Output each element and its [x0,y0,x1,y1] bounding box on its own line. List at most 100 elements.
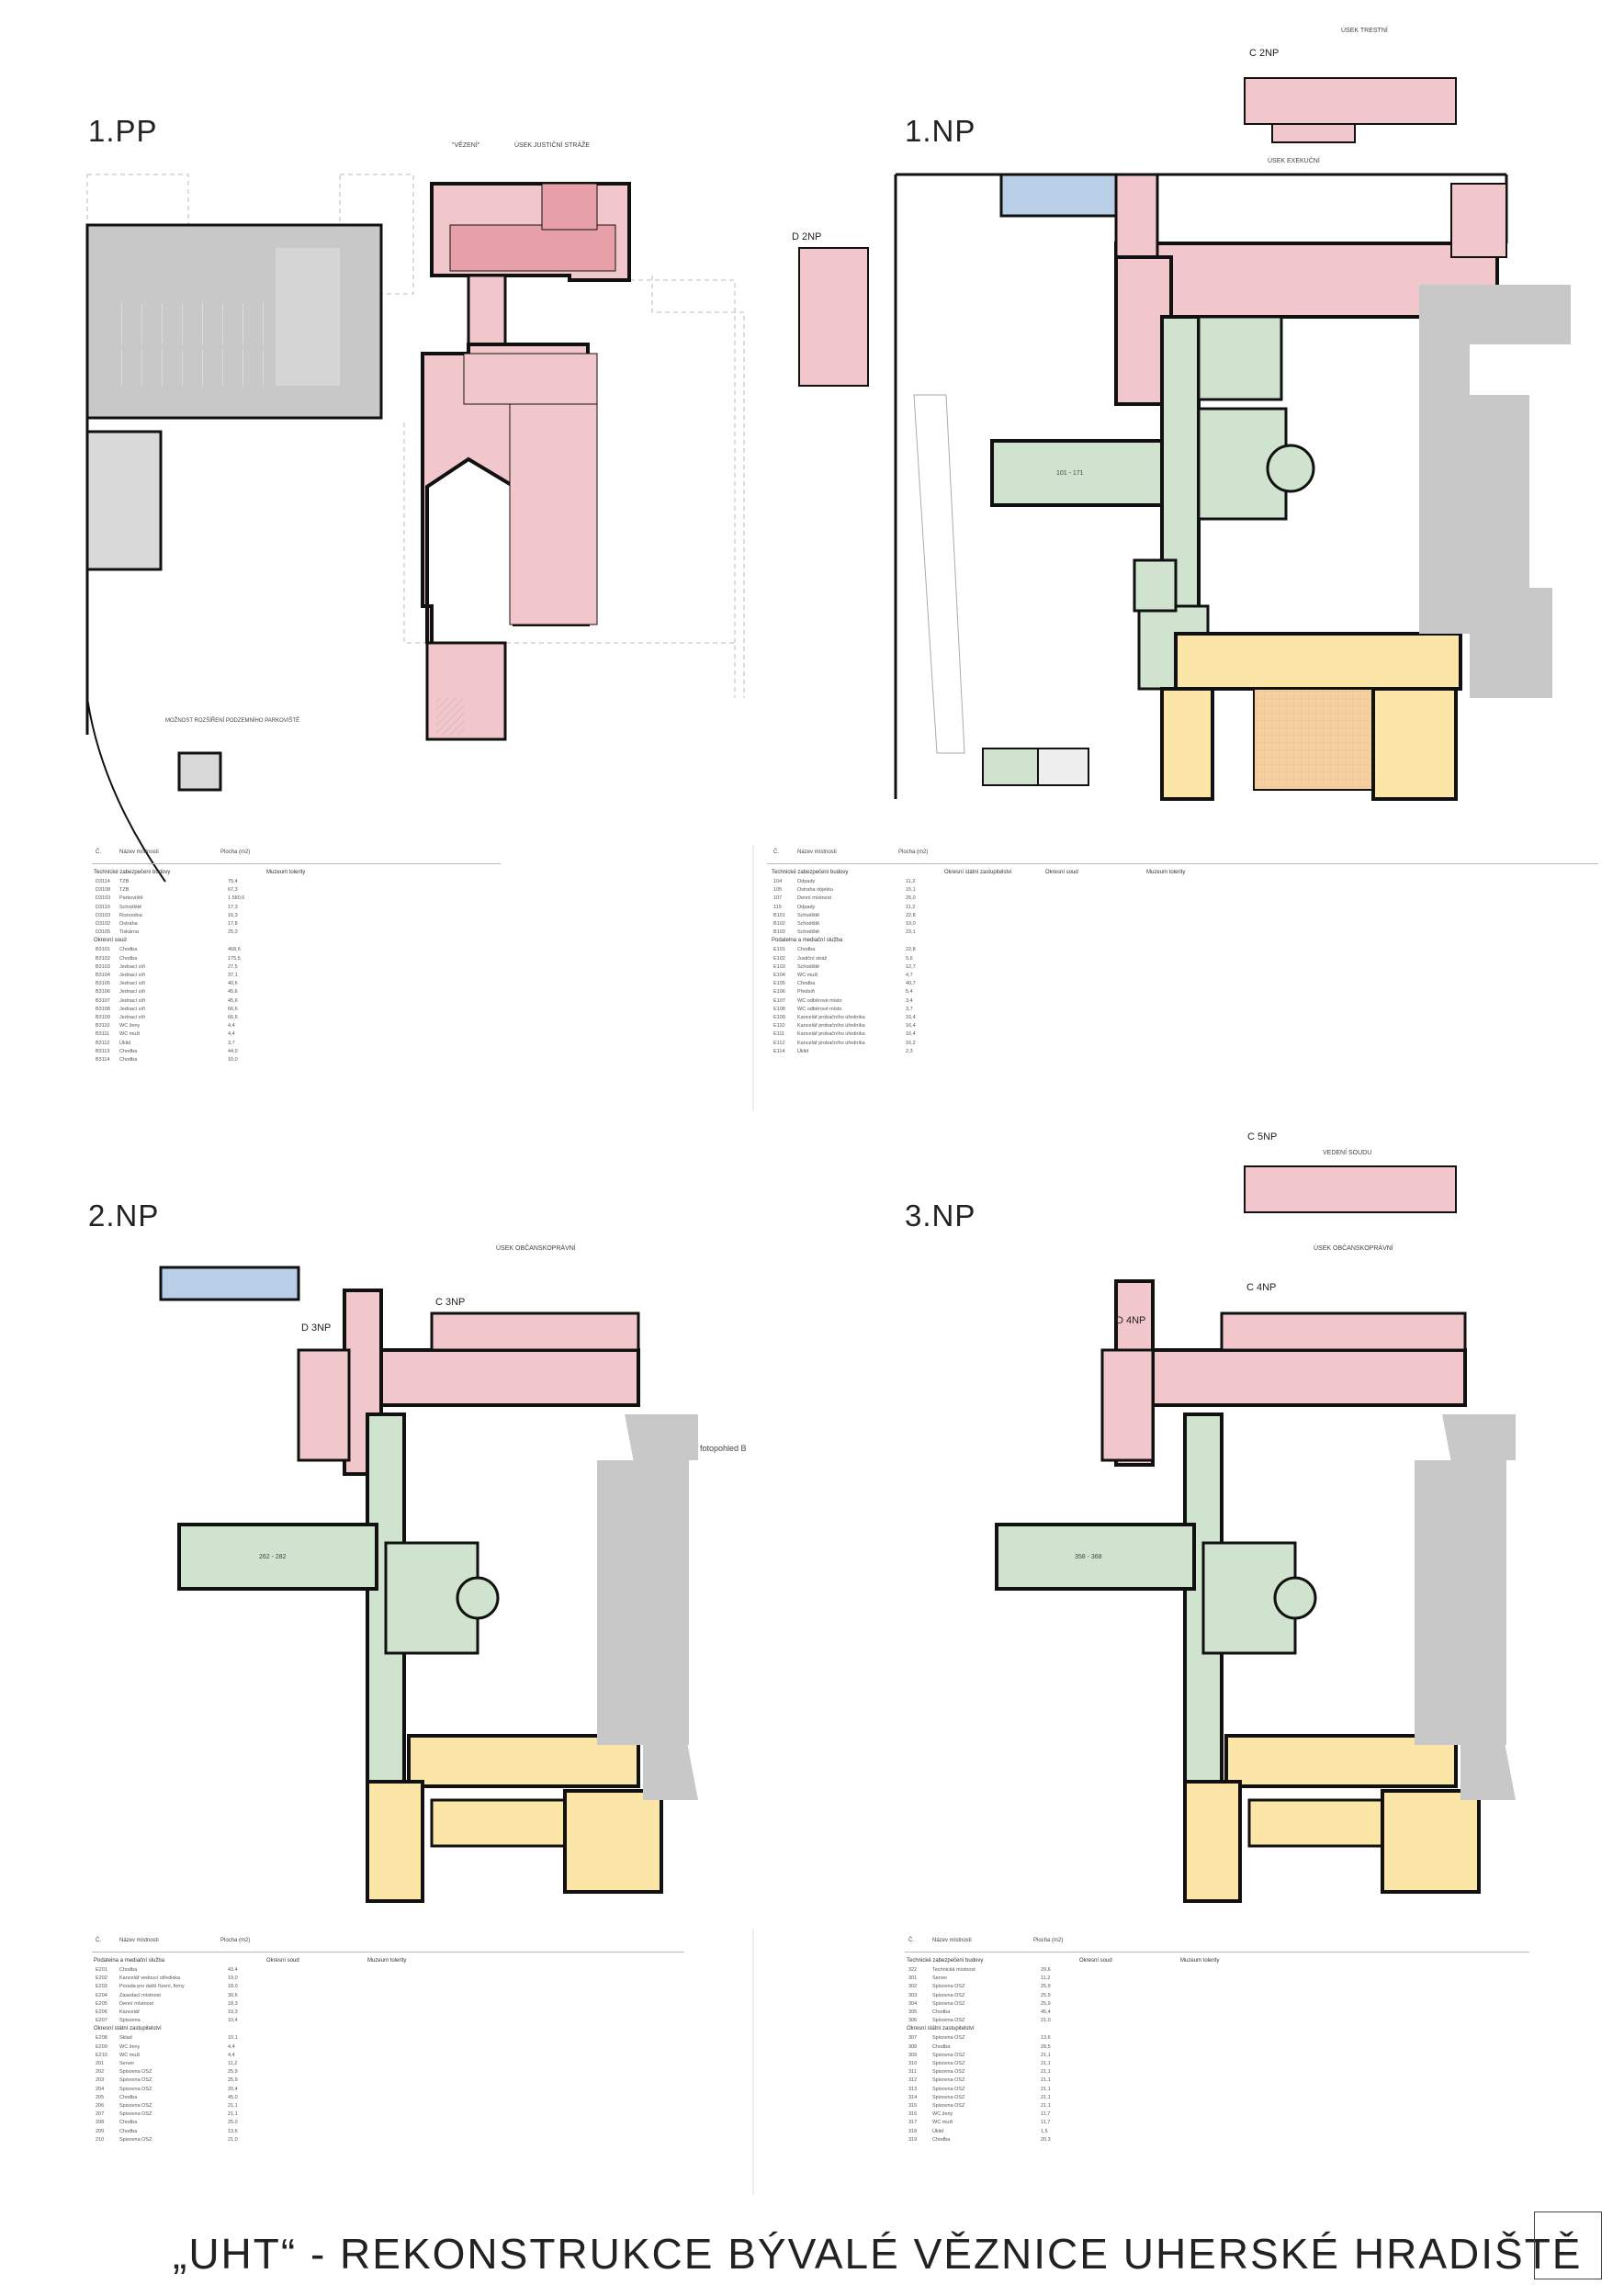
table-cell-area: 45,6 [228,997,238,1004]
table-cell-number: 316 [908,2111,918,2118]
table-cell-name: Schodiště [797,929,820,936]
table-cell-number: 301 [908,1975,918,1982]
table-cell-area: 67,3 [228,887,238,894]
table-section: Technické zabezpečení budovy [772,870,849,875]
table-cell-number: E203 [96,1984,107,1990]
table-cell-number: 302 [908,1984,918,1990]
table-cell-name: Kancelář [119,2009,140,2015]
table-cell-name: Úklid [932,2128,944,2134]
table-cell-number: E103 [773,963,785,970]
table-cell-name: Chodba [119,1048,138,1054]
table-cell-number: B3106 [96,989,110,996]
table-cell-number: D3103 [96,895,111,902]
table-section: Muzeum tolerity [266,870,306,875]
table-rule-np1 [767,863,1598,864]
table-cell-area: 20,3 [1041,2136,1051,2143]
table-cell-number: 208 [96,2120,105,2126]
plan-3np [995,1165,1516,1903]
table-cell-number: E209 [96,2043,107,2050]
table-cell-number: B3101 [96,947,110,953]
table-cell-name: Kancelář vedoucí střediska [119,1975,181,1982]
tag-d4np: D 4NP [1116,1315,1146,1326]
floor-label-1np: 1.NP [905,114,976,148]
table-cell-name: Spisovna OSZ [119,2136,152,2143]
table-section: Technické zabezpečení budovy [94,870,171,875]
table-header-name: Název místnosti [119,850,159,855]
table-cell-name: Odpady [797,879,816,884]
table-cell-number: 204 [96,2086,105,2092]
table-cell-number: E108 [773,1006,785,1012]
table-cell-area: 16,4 [906,1031,916,1038]
table-cell-number: E104 [773,973,785,978]
table-cell-name: Chodba [119,2094,138,2100]
table-cell-area: 45,6 [228,989,238,996]
table-cell-name: WC odběrové místo [797,997,842,1004]
table-section: Okresní soud [94,938,127,944]
table-cell-area: 27,5 [228,963,238,970]
tag-vezeni: "VĚZENÍ" [452,142,480,149]
table-cell-name: Spisovna OSZ [932,2061,965,2066]
table-cell-area: 4,4 [228,1031,235,1038]
table-cell-name: WC ženy [119,2043,141,2050]
table-cell-area: 16,4 [906,1015,916,1020]
table-cell-area: 16,2 [906,1040,916,1046]
table-cell-area: 15,1 [906,887,916,894]
table-cell-area: 66,6 [228,1015,238,1020]
table-cell-name: WC muži [119,2052,141,2058]
tag-d3np: D 3NP [301,1322,332,1334]
table-cell-number: 205 [96,2094,105,2100]
tag-fotopohled-b: fotopohled B [700,1444,747,1453]
table-cell-name: Spisovna OSZ [119,2077,152,2084]
table-cell-area: 66,6 [228,1006,238,1012]
table-cell-name: Server [932,1975,948,1982]
table-cell-area: 44,0 [228,1048,238,1054]
table-header-name: Název místnosti [797,850,837,855]
table-cell-number: E109 [773,1015,785,1020]
table-header-area: Plocha (m2) [1033,1938,1064,1943]
table-cell-number: B3113 [96,1048,110,1054]
table-cell-number: D3102 [96,921,111,927]
table-cell-area: 45,4 [1041,2009,1051,2015]
table-cell-number: D3114 [96,879,110,884]
table-cell-area: 4,4 [228,2052,235,2058]
table-cell-name: Parkoviště [119,895,143,902]
table-cell-number: 210 [96,2136,105,2143]
table-cell-name: Spisovna OSZ [932,2077,965,2084]
table-section: Okresní státní zastupitelství [94,2026,162,2032]
table-cell-name: Chodba [119,955,138,962]
table-cell-area: 2,3 [906,1048,913,1054]
table-cell-area: 10,0 [228,1057,238,1063]
table-cell-area: 30,6 [228,1992,238,1998]
table-cell-area: 21,1 [228,2111,238,2118]
tag-d2np: D 2NP [792,231,822,242]
table-cell-number: E105 [773,981,785,987]
table-cell-number: 115 [773,904,782,910]
table-cell-area: 11,2 [1041,1975,1051,1982]
table-cell-number: 209 [96,2128,105,2134]
table-cell-area: 40,6 [228,981,238,987]
table-cell-name: Server [119,2061,135,2066]
tag-c5np: C 5NP [1247,1131,1278,1142]
table-cell-name: Schodiště [797,921,820,927]
table-cell-area: 1 580,6 [228,895,245,902]
table-cell-name: Úklid [797,1048,809,1054]
table-cell-area: 21,1 [1041,2069,1051,2076]
table-cell-name: Chodba [119,1967,138,1973]
table-section: Technické zabezpečení budovy [907,1958,984,1964]
table-cell-name: Justiční stráž [797,955,828,962]
table-cell-name: Tiskárna [119,929,139,936]
table-cell-name: Chodba [932,2009,951,2015]
table-cell-area: 17,3 [228,904,238,910]
table-cell-name: Spisovna OSZ [119,2111,152,2118]
table-header-area: Plocha (m2) [220,850,251,855]
table-cell-area: 19,0 [906,921,916,927]
table-header-number: Č. [96,1938,101,1943]
table-cell-name: Jednací síň [119,963,146,970]
table-cell-area: 16,3 [228,912,238,918]
table-cell-name: Spisovna OSZ [932,2069,965,2076]
table-cell-number: 318 [908,2128,918,2134]
tag-vedeni-soudu: VEDENÍ SOUDU [1323,1150,1372,1156]
table-cell-area: 25,0 [228,2120,238,2126]
tag-hall-2np: 262 - 282 [259,1554,287,1560]
